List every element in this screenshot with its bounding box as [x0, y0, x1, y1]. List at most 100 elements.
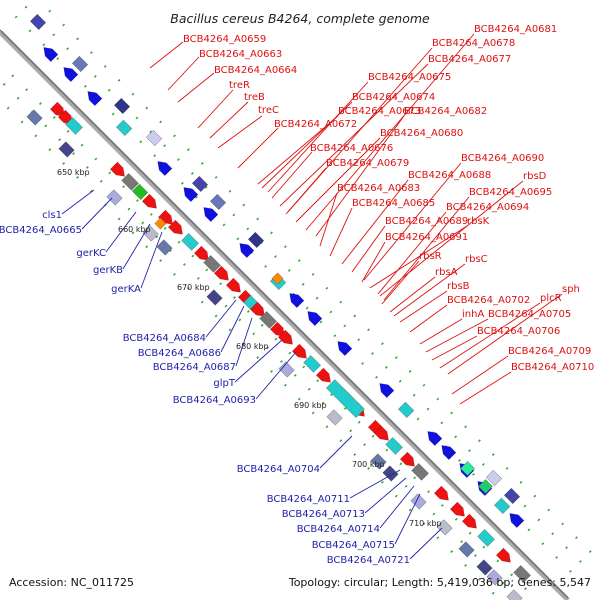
gene-label[interactable]: BCB4264_A0689 — [385, 216, 468, 227]
leader-line — [255, 351, 297, 400]
gene-label[interactable]: BCB4264_A0691 — [385, 232, 468, 243]
gene-label[interactable]: BCB4264_A0684 — [123, 333, 206, 344]
gene-label[interactable]: glpT — [213, 378, 235, 389]
gene-label[interactable]: rbsC — [465, 254, 488, 265]
gene-label[interactable]: BCB4264_A0675 — [368, 72, 451, 83]
gene-label[interactable]: BCB4264_A0659 — [183, 34, 266, 45]
reverse-gene-arrow — [239, 243, 255, 258]
gene-label[interactable]: BCB4264_A0678 — [432, 38, 515, 49]
gene-label[interactable]: BCB4264_A0714 — [297, 524, 380, 535]
forward-gene-labels: BCB4264_A0659 BCB4264_A0663 BCB4264_A066… — [183, 24, 594, 373]
leader-line — [271, 151, 313, 199]
leader-line — [351, 225, 386, 273]
gene-label[interactable]: BCB4264_A0687 — [153, 362, 236, 373]
leader-line — [394, 493, 421, 545]
leader-line — [305, 33, 475, 231]
gene-label[interactable]: treC — [258, 105, 279, 116]
gene-label[interactable]: BCB4264_A0683 — [337, 183, 420, 194]
gene-label[interactable]: BCB4264_A0705 — [488, 309, 571, 320]
gene-label[interactable]: BCB4264_A0710 — [511, 362, 594, 373]
outer-reverse-box — [191, 175, 209, 193]
forward-gene-box — [154, 217, 167, 230]
gene-label[interactable]: BCB4264_A0693 — [173, 395, 256, 406]
gene-label[interactable]: rbsK — [467, 216, 490, 227]
gene-label[interactable]: rbsD — [523, 171, 547, 182]
gene-label[interactable]: BCB4264_A0695 — [469, 187, 552, 198]
outer-gene-box — [436, 519, 453, 536]
forward-gene-box — [259, 311, 277, 329]
forward-gene-box — [513, 565, 531, 583]
leader-line — [393, 263, 466, 317]
leader-line — [379, 485, 415, 529]
forward-gene-box — [203, 255, 221, 273]
gene-label[interactable]: BCB4264_A0706 — [477, 326, 560, 337]
leader-line — [361, 241, 386, 283]
reverse-gene-box — [116, 119, 133, 136]
gene-label[interactable]: rbsB — [447, 281, 470, 292]
gene-label[interactable]: gerKA — [111, 284, 141, 295]
gene-label[interactable]: BCB4264_A0711 — [267, 494, 350, 505]
gene-label[interactable]: gerKC — [76, 248, 106, 259]
gene-label[interactable]: cls1 — [42, 210, 62, 221]
forward-gene-arrow — [142, 193, 157, 209]
forward-gene-arrow — [400, 451, 415, 467]
leader-line — [409, 527, 443, 560]
outer-gene-box — [370, 453, 387, 470]
gene-label[interactable]: BCB4264_A0674 — [352, 92, 435, 103]
reverse-gene-arrow — [203, 207, 219, 222]
gene-label[interactable]: BCB4264_A0686 — [138, 348, 221, 359]
reverse-gene-box — [398, 401, 415, 418]
gene-label[interactable]: BCB4264_A0702 — [447, 295, 530, 306]
reverse-gene-labels: cls1 BCB4264_A0665 gerKC gerKB gerKA BCB… — [0, 210, 410, 566]
accession-text: Accession: NC_011725 — [9, 576, 134, 589]
gene-label[interactable]: BCB4264_A0682 — [404, 106, 487, 117]
reverse-gene-arrow — [427, 431, 443, 446]
tick-label: 680 kbp — [236, 342, 269, 351]
gene-label[interactable]: BCB4264_A0676 — [310, 143, 393, 154]
leader-line — [459, 371, 512, 405]
gene-label[interactable]: treR — [229, 80, 250, 91]
leader-line — [140, 231, 163, 289]
leader-line — [341, 179, 409, 265]
gene-label[interactable]: gerKB — [93, 265, 123, 276]
gene-label[interactable]: BCB4264_A0685 — [352, 198, 435, 209]
gene-label[interactable]: BCB4264_A0715 — [312, 540, 395, 551]
outer-reverse-box — [145, 129, 163, 147]
gene-label[interactable]: BCB4264_A0679 — [326, 158, 409, 169]
gene-label[interactable]: BCB4264_A0713 — [282, 509, 365, 520]
gene-label[interactable]: BCB4264_A0694 — [446, 202, 529, 213]
gene-label[interactable]: BCB4264_A0672 — [274, 119, 357, 130]
reverse-gene-box — [271, 272, 284, 285]
outer-gene-box — [26, 109, 43, 126]
leader-line — [177, 72, 215, 103]
gene-label[interactable]: sph — [562, 284, 580, 295]
forward-gene-arrow — [434, 485, 449, 501]
leader-line — [379, 180, 524, 297]
leader-line — [235, 317, 253, 367]
gene-label[interactable]: treB — [244, 92, 265, 103]
gene-label[interactable]: BCB4264_A0680 — [380, 128, 463, 139]
gene-label[interactable]: BCB4264_A0663 — [199, 49, 282, 60]
gene-label[interactable]: BCB4264_A0673 — [338, 106, 421, 117]
gene-label[interactable]: plcR — [540, 293, 562, 304]
gene-label[interactable]: rbsA — [435, 267, 458, 278]
gene-label[interactable]: BCB4264_A0690 — [461, 153, 544, 164]
gene-label[interactable]: BCB4264_A0704 — [237, 464, 320, 475]
reverse-gene-arrow — [157, 161, 173, 176]
gene-label[interactable]: inhA — [462, 309, 484, 320]
reverse-gene-arrow — [337, 341, 353, 356]
gene-label[interactable]: rbsR — [419, 251, 442, 262]
gene-label[interactable]: BCB4264_A0677 — [428, 54, 511, 65]
gene-label[interactable]: BCB4264_A0665 — [0, 225, 82, 236]
gene-label[interactable]: BCB4264_A0681 — [474, 24, 557, 35]
gene-label[interactable]: BCB4264_A0688 — [408, 170, 491, 181]
reverse-gene-box — [494, 497, 511, 514]
leader-line — [295, 137, 381, 223]
gene-label[interactable]: BCB4264_A0664 — [214, 65, 297, 76]
leader-line — [149, 41, 184, 69]
outer-reverse-box — [71, 55, 89, 73]
gene-label[interactable]: BCB4264_A0721 — [327, 555, 410, 566]
gene-label[interactable]: BCB4264_A0709 — [508, 346, 591, 357]
